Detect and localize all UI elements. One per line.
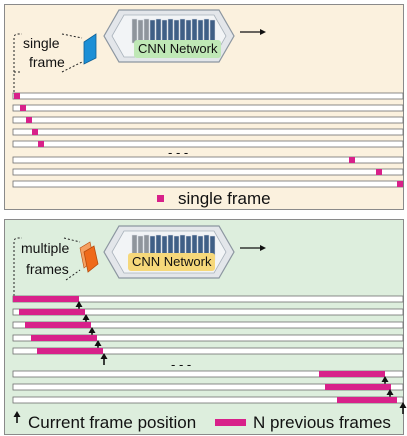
multi-ellipsis: - - - <box>171 357 192 372</box>
current-frame-legend-label: Current frame position <box>28 413 197 432</box>
single-timeline-row <box>12 128 404 136</box>
multi-timeline-row <box>12 334 404 342</box>
previous-frames-legend-label: N previous frames <box>253 413 391 432</box>
single-network-label: CNN Network <box>134 40 222 58</box>
previous-frames-bar <box>37 348 103 354</box>
current-frame-arrow-head <box>381 376 389 382</box>
single-timeline-row <box>12 116 404 124</box>
single-input-label-line1: single <box>23 35 60 51</box>
current-frame-arrow-head <box>75 301 83 307</box>
single-frame-marker <box>14 93 20 99</box>
single-frame-input-icon <box>83 33 97 65</box>
single-dotted-connector <box>13 33 22 92</box>
current-frame-arrow-head <box>82 314 90 320</box>
single-timeline-row <box>12 180 404 188</box>
single-dotted-guide <box>14 33 83 73</box>
single-timeline-row <box>12 140 404 148</box>
previous-frames-bar <box>319 371 385 377</box>
multi-network-label: CNN Network <box>128 253 216 271</box>
current-frame-arrow-head <box>100 353 108 359</box>
single-frame-marker <box>20 105 26 111</box>
previous-frames-bar <box>31 335 97 341</box>
single-timeline-row <box>12 156 404 164</box>
multi-timeline-row <box>12 370 404 378</box>
multi-input-label-line2: frames <box>26 261 69 277</box>
previous-frames-bar <box>13 296 79 302</box>
multi-input-label-line1: multiple <box>21 240 70 256</box>
multi-output-arrowhead <box>260 245 266 251</box>
single-frame-marker <box>397 181 403 187</box>
single-frame-marker <box>38 141 44 147</box>
single-frame-marker <box>32 129 38 135</box>
single-input-label-line2: frame <box>29 54 65 70</box>
multi-dotted-connector <box>13 237 22 296</box>
single-ellipsis: - - - <box>168 145 189 160</box>
current-frame-arrow-head <box>399 402 407 408</box>
single-frame-marker <box>349 157 355 163</box>
multi-timeline-row <box>12 347 404 355</box>
current-frame-arrow-head <box>94 340 102 346</box>
current-frame-arrow-head <box>88 327 96 333</box>
multi-timeline-row <box>12 396 404 404</box>
single-output-arrowhead <box>260 29 266 35</box>
multi-timeline-row <box>12 321 404 329</box>
single-frame-marker <box>376 169 382 175</box>
multi-frames-input-icon <box>83 245 99 273</box>
single-timeline-row <box>12 104 404 112</box>
current-frame-arrow-head <box>386 389 394 395</box>
multi-dotted-guide <box>63 237 81 281</box>
single-timeline-row <box>12 92 404 100</box>
single-frame-legend-label: single frame <box>178 189 271 208</box>
previous-frames-bar <box>325 384 391 390</box>
single-timeline-row <box>12 168 404 176</box>
single-frame-marker <box>26 117 32 123</box>
previous-frames-bar <box>19 309 85 315</box>
single-frame-legend-swatch <box>157 195 164 202</box>
multi-timeline-row <box>12 308 404 316</box>
previous-frames-legend-swatch <box>215 419 246 426</box>
current-frame-legend-arrow-head <box>13 411 21 417</box>
previous-frames-bar <box>337 397 397 403</box>
multi-timeline-row <box>12 383 404 391</box>
previous-frames-bar <box>25 322 91 328</box>
